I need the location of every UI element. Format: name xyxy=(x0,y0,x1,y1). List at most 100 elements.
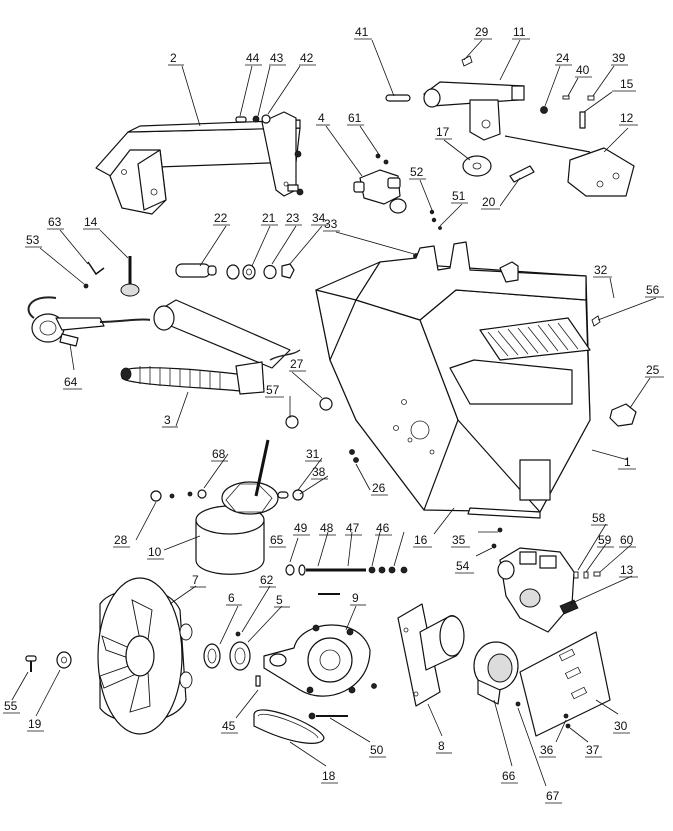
callout-32: 32 xyxy=(594,263,608,277)
part-64-air-gun xyxy=(27,296,151,347)
callout-40: 40 xyxy=(576,63,590,77)
callout-35: 35 xyxy=(452,533,466,547)
callout-9: 9 xyxy=(352,591,359,605)
callout-63: 63 xyxy=(48,215,62,229)
callout-52: 52 xyxy=(410,165,424,179)
callout-18: 18 xyxy=(322,769,336,783)
parts-58-59-60 xyxy=(573,571,601,579)
callout-17: 17 xyxy=(436,125,450,139)
part-25-block xyxy=(609,403,637,427)
callout-31: 31 xyxy=(306,447,320,461)
callout-57: 57 xyxy=(266,383,280,397)
part-13-valve-assembly xyxy=(497,547,579,633)
callout-1: 1 xyxy=(624,455,631,469)
part-23-hole xyxy=(246,268,252,276)
part-12-rod-plate xyxy=(504,135,635,197)
part-10-cylinder xyxy=(195,439,279,575)
callout-22: 22 xyxy=(214,211,228,225)
part-17-washer xyxy=(462,155,492,177)
callout-3: 3 xyxy=(164,413,171,427)
parts-47-46-nuts xyxy=(368,566,408,574)
part-23b-washer xyxy=(263,264,277,280)
part-32-pedal xyxy=(479,317,591,361)
part-14-lever xyxy=(120,256,140,297)
callout-62: 62 xyxy=(260,573,274,587)
part-67-pin xyxy=(515,701,521,707)
part-31-38 xyxy=(277,489,304,501)
parts-52-51 xyxy=(429,209,442,230)
part-18-belt xyxy=(253,709,325,744)
callout-38: 38 xyxy=(312,465,326,479)
callout-44: 44 xyxy=(246,51,260,65)
part-6-bearing xyxy=(203,643,221,669)
part-20-pin xyxy=(509,165,535,183)
part-8-motor xyxy=(397,603,465,707)
callout-42: 42 xyxy=(300,51,314,65)
part-30-plate xyxy=(519,631,611,737)
callout-11: 11 xyxy=(513,25,526,39)
callout-36: 36 xyxy=(540,743,554,757)
callout-7: 7 xyxy=(192,573,199,587)
callout-13: 13 xyxy=(620,563,634,577)
callout-25: 25 xyxy=(646,363,660,377)
part-34-nut xyxy=(281,263,295,279)
part-23-washer xyxy=(242,264,256,280)
callout-49: 49 xyxy=(294,521,308,535)
parts-24-40-39-15 xyxy=(540,95,595,129)
part-50-bolts xyxy=(308,683,377,720)
callout-15: 15 xyxy=(620,77,634,91)
callout-24: 24 xyxy=(556,51,570,65)
callout-48: 48 xyxy=(320,521,334,535)
parts-36-37 xyxy=(563,713,571,729)
part-55-bolt xyxy=(25,655,37,672)
part-53-nut xyxy=(83,283,89,289)
leader-lines xyxy=(11,39,657,787)
part-7-turntable xyxy=(97,577,193,735)
part-56-screw xyxy=(591,315,601,327)
callout-6: 6 xyxy=(228,591,235,605)
callout-67: 67 xyxy=(546,789,560,803)
callout-33: 33 xyxy=(324,217,338,231)
part-68-small xyxy=(187,489,207,499)
part-22-shaft xyxy=(175,263,217,278)
callout-51: 51 xyxy=(452,189,466,203)
callout-56: 56 xyxy=(646,283,660,297)
parts-44-43-42-fasteners xyxy=(235,114,271,124)
part-27-nut xyxy=(319,397,333,411)
callout-27: 27 xyxy=(290,357,304,371)
callout-8: 8 xyxy=(438,739,445,753)
part-63-key xyxy=(87,261,105,276)
callout-20: 20 xyxy=(482,195,496,209)
callout-12: 12 xyxy=(620,111,634,125)
part-3-bead-breaker xyxy=(120,299,301,395)
callout-46: 46 xyxy=(376,521,390,535)
callout-16: 16 xyxy=(414,533,428,547)
callout-19: 19 xyxy=(28,717,42,731)
part-45-key xyxy=(255,675,261,687)
part-4-valve xyxy=(353,153,407,214)
part-19-washer xyxy=(56,651,72,669)
callout-54: 54 xyxy=(456,559,470,573)
callout-65: 65 xyxy=(270,533,284,547)
callout-29: 29 xyxy=(475,25,489,39)
callout-14: 14 xyxy=(84,215,98,229)
callout-4: 4 xyxy=(318,111,325,125)
part-11-bracket xyxy=(423,55,525,141)
callout-labels: 41 29 11 2 44 43 42 24 40 39 15 4 61 17 … xyxy=(3,25,664,804)
part-28 xyxy=(150,490,175,502)
part-21-washer xyxy=(226,264,240,280)
callout-28: 28 xyxy=(114,533,128,547)
callout-34: 34 xyxy=(312,211,326,225)
part-41-pin xyxy=(385,94,411,102)
callout-30: 30 xyxy=(614,719,628,733)
callout-39: 39 xyxy=(612,51,626,65)
callout-68: 68 xyxy=(212,447,226,461)
part-66-pulley xyxy=(473,641,519,705)
callout-47: 47 xyxy=(346,521,360,535)
callout-60: 60 xyxy=(620,533,634,547)
callout-53: 53 xyxy=(26,233,40,247)
part-26-nuts xyxy=(349,449,359,463)
callout-5: 5 xyxy=(276,593,283,607)
callout-64: 64 xyxy=(64,375,78,389)
